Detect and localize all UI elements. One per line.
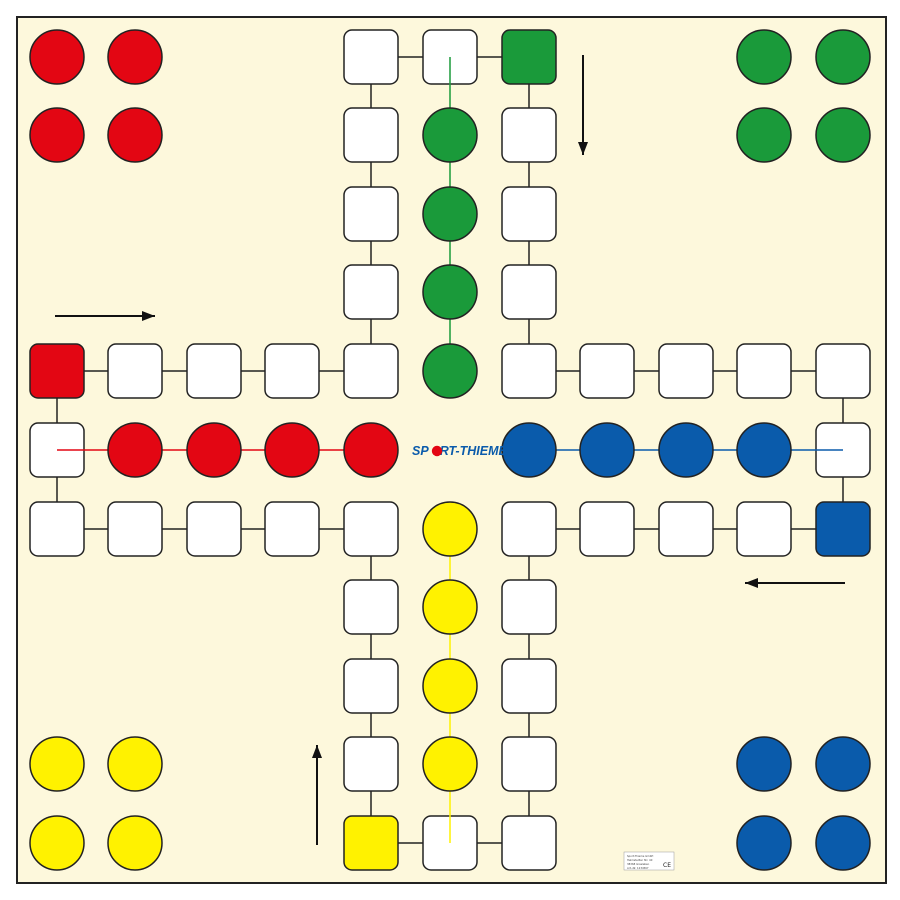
ce-mark: CE [663, 862, 671, 869]
label-line-2: Helmstedter Str. 40 [627, 858, 653, 862]
track-square[interactable] [343, 107, 399, 163]
yellow-home-piece[interactable] [107, 736, 163, 792]
blue-home-piece[interactable] [815, 736, 871, 792]
blue-home-piece[interactable] [815, 815, 871, 871]
track-square[interactable] [501, 736, 557, 792]
track-square[interactable] [501, 658, 557, 714]
yellow-home-piece[interactable] [29, 815, 85, 871]
track-squares [29, 29, 871, 871]
yellow-start-square[interactable] [343, 815, 399, 871]
red-goal-cell[interactable] [343, 422, 399, 478]
track-square[interactable] [343, 501, 399, 557]
track-square[interactable] [343, 579, 399, 635]
track-square[interactable] [736, 501, 792, 557]
yellow-goal-cell[interactable] [422, 736, 478, 792]
track-square[interactable] [107, 501, 163, 557]
blue-goal-cell[interactable] [658, 422, 714, 478]
red-goal-cell[interactable] [264, 422, 320, 478]
green-start-square[interactable] [501, 29, 557, 85]
red-goal-cell[interactable] [107, 422, 163, 478]
track-square[interactable] [579, 343, 635, 399]
track-square[interactable] [501, 186, 557, 242]
yellow-home-piece[interactable] [29, 736, 85, 792]
red-home-piece[interactable] [29, 29, 85, 85]
track-square[interactable] [501, 579, 557, 635]
blue-home-piece[interactable] [736, 815, 792, 871]
track-square[interactable] [501, 815, 557, 871]
logo-ball-icon [431, 445, 443, 457]
label-line-3: 38368 Grasleben [627, 862, 650, 866]
home-bases [29, 29, 871, 871]
green-home-piece[interactable] [736, 107, 792, 163]
blue-goal-cell[interactable] [736, 422, 792, 478]
track-square[interactable] [501, 501, 557, 557]
green-home-piece[interactable] [815, 107, 871, 163]
green-goal-cell[interactable] [422, 264, 478, 320]
track-square[interactable] [186, 343, 242, 399]
green-direction-arrow-icon [578, 55, 588, 155]
track-square[interactable] [264, 501, 320, 557]
green-goal-cell[interactable] [422, 343, 478, 399]
red-home-piece[interactable] [107, 107, 163, 163]
track-square[interactable] [107, 343, 163, 399]
track-square[interactable] [579, 501, 635, 557]
blue-home-piece[interactable] [736, 736, 792, 792]
yellow-home-piece[interactable] [107, 815, 163, 871]
track-square[interactable] [815, 343, 871, 399]
yellow-goal-cell[interactable] [422, 658, 478, 714]
blue-direction-arrow-icon [745, 578, 845, 588]
red-direction-arrow-icon [55, 311, 155, 321]
track-square[interactable] [343, 736, 399, 792]
track-square[interactable] [343, 264, 399, 320]
movement-arrows [55, 55, 845, 845]
track-square[interactable] [343, 29, 399, 85]
track-square[interactable] [501, 107, 557, 163]
blue-goal-cell[interactable] [579, 422, 635, 478]
yellow-goal-cell[interactable] [422, 579, 478, 635]
label-line-1: Sport-Thieme GmbH [627, 854, 653, 858]
red-start-square[interactable] [29, 343, 85, 399]
track-square[interactable] [736, 343, 792, 399]
yellow-goal-cell[interactable] [422, 501, 478, 557]
red-home-piece[interactable] [29, 107, 85, 163]
blue-start-square[interactable] [815, 501, 871, 557]
green-home-piece[interactable] [815, 29, 871, 85]
label-line-4: Art.-Nr. 1234567 [627, 866, 649, 870]
track-square[interactable] [658, 343, 714, 399]
goal-lanes [57, 57, 843, 843]
track-square[interactable] [186, 501, 242, 557]
track-square[interactable] [343, 186, 399, 242]
green-goal-cell[interactable] [422, 186, 478, 242]
label-sticker: Sport-Thieme GmbH Helmstedter Str. 40 38… [623, 851, 675, 871]
red-goal-cell[interactable] [186, 422, 242, 478]
track-square[interactable] [343, 343, 399, 399]
track-square[interactable] [658, 501, 714, 557]
track-square[interactable] [343, 658, 399, 714]
track-square[interactable] [501, 264, 557, 320]
green-home-piece[interactable] [736, 29, 792, 85]
track-square[interactable] [264, 343, 320, 399]
yellow-direction-arrow-icon [312, 745, 322, 845]
track-square[interactable] [29, 501, 85, 557]
green-goal-cell[interactable] [422, 107, 478, 163]
red-home-piece[interactable] [107, 29, 163, 85]
blue-goal-cell[interactable] [501, 422, 557, 478]
track-square[interactable] [501, 343, 557, 399]
